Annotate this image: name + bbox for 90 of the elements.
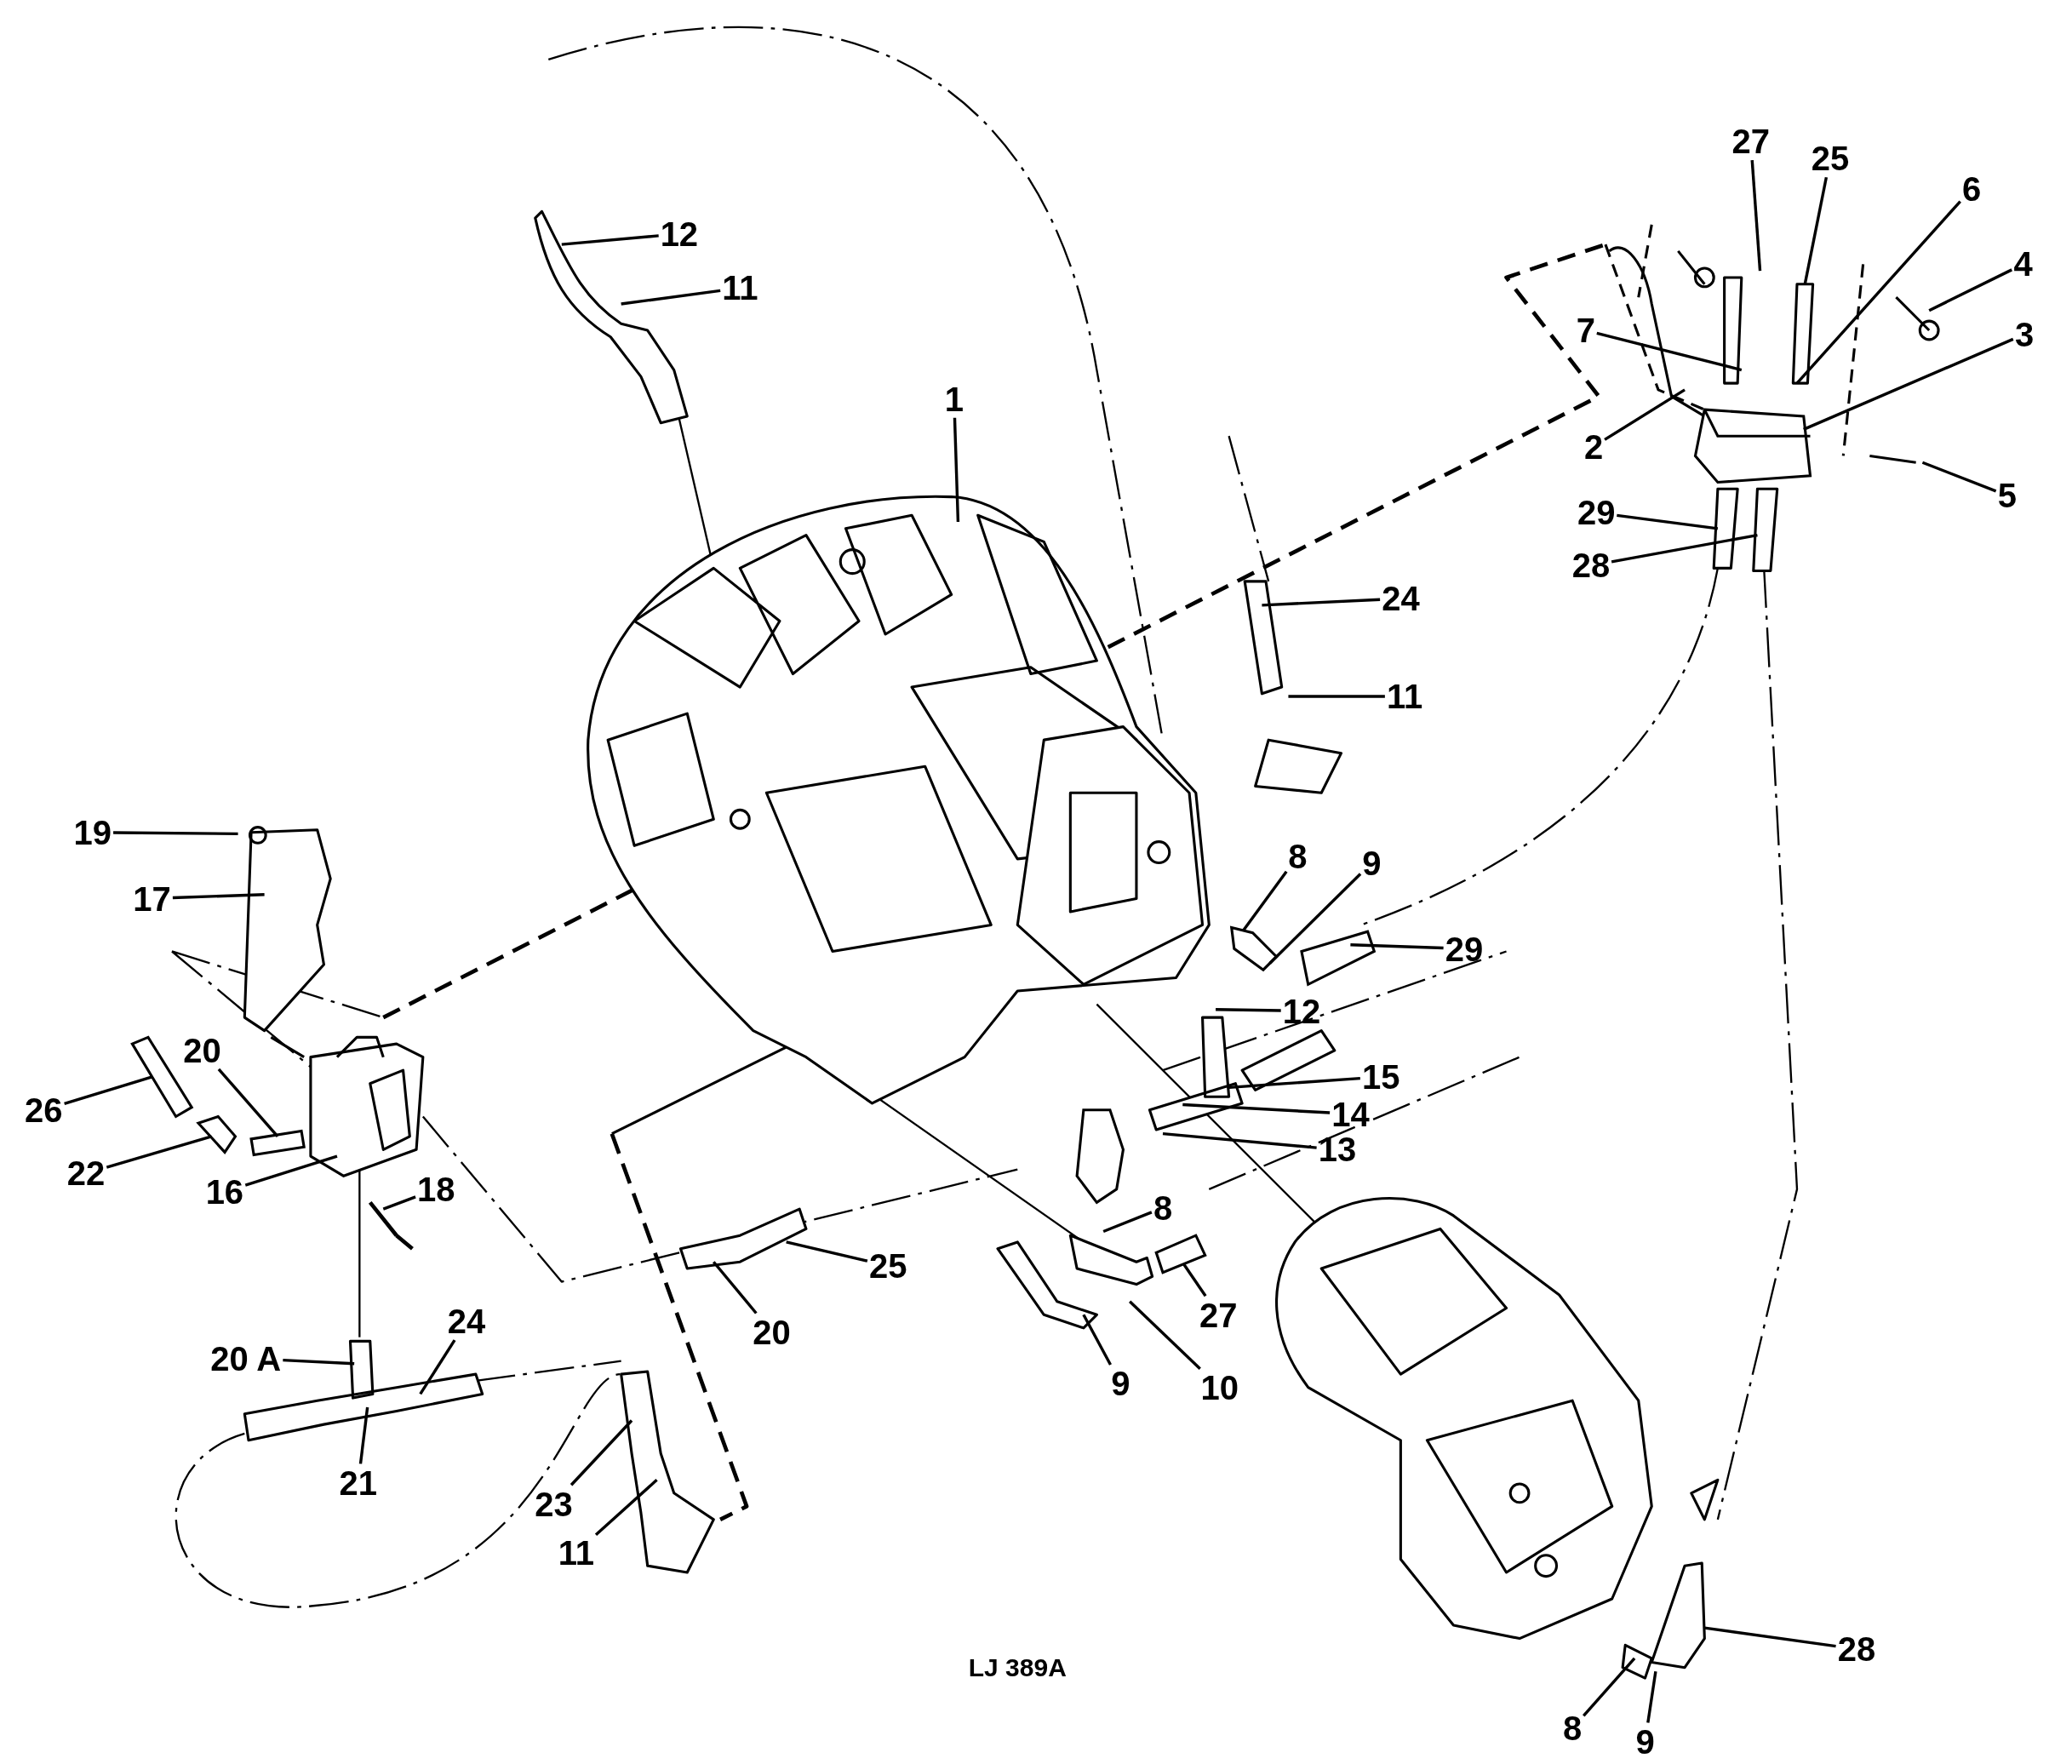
leader-line [1921,461,1997,493]
callout-number: 27 [1730,123,1772,161]
leader-line [1803,176,1829,285]
callout-number: 29 [1443,930,1485,968]
leader-line [1596,331,1743,372]
leader-line [1750,159,1762,272]
callout-number: 24 [1380,580,1422,618]
leader-line [1182,1263,1207,1297]
leader-line [1182,1102,1331,1114]
callout-number: 9 [1109,1365,1132,1403]
leader-line [244,1154,338,1187]
callout-number: 26 [22,1091,65,1129]
leader-line [283,1358,355,1366]
callout-number: 28 [1570,547,1612,585]
leader-line [561,234,659,246]
callout-number: 15 [1359,1058,1402,1097]
callout-number: 3 [2013,315,2036,353]
callout-number: 27 [1197,1296,1239,1334]
callout-number: 22 [65,1154,107,1193]
leader-line [1288,695,1385,698]
callout-number: 11 [556,1533,596,1572]
callout-number: 13 [1316,1131,1359,1169]
leader-line [786,1240,868,1263]
leader-line [1268,873,1362,965]
callout-number: 16 [203,1173,246,1211]
leader-line [1102,1211,1153,1234]
hose-fitting-drawing [196,1114,238,1154]
callout-number: 28 [1835,1630,1878,1669]
leader-line [1617,513,1719,530]
leader-line [1803,337,2014,431]
callout-number: 1 [942,380,965,418]
callout-number: 5 [1995,477,2019,515]
leader-line [1646,1671,1657,1723]
callout-number: 20 [181,1032,223,1070]
callout-number: 24 [445,1303,488,1341]
callout-number: 29 [1575,494,1617,532]
leader-line [1582,1657,1636,1717]
callout-number: 6 [1960,169,1983,208]
callout-number: 8 [1561,1710,1584,1748]
leader-line [1162,1131,1317,1149]
leader-line [1611,533,1758,564]
leader-line [1216,1008,1281,1012]
hose-fitting-drawing [1229,925,1279,972]
callout-number: 17 [131,879,173,918]
leader-line [1129,1300,1201,1370]
leader-line [172,893,265,900]
callout-number: 18 [415,1171,457,1209]
callout-number: 2 [1582,427,1606,466]
leader-line [621,289,721,306]
leader-line [419,1339,456,1395]
leader-line [1242,870,1288,931]
leader-line [1350,943,1444,950]
callout-number: 9 [1360,844,1383,882]
callout-number: 20 [751,1313,793,1351]
leader-line [106,1135,212,1169]
leader-line [358,1406,369,1464]
leader-line [1604,388,1686,441]
callout-number: 23 [533,1485,575,1523]
callout-number: 8 [1151,1188,1175,1227]
hose-fitting-drawing [1154,1234,1207,1274]
callout-number: 8 [1286,837,1309,875]
callout-number: 11 [1384,678,1425,716]
leader-line [1082,1314,1112,1366]
leader-line [1228,1076,1360,1090]
callout-number: 7 [1574,312,1597,350]
callout-number: 14 [1330,1095,1371,1133]
callout-number: 20 A [209,1339,283,1377]
leader-line [382,1195,416,1211]
callout-number: 25 [1809,140,1852,178]
leader-line [594,1479,658,1537]
callout-number: 11 [720,269,760,307]
leader-line [953,417,960,523]
leader-line [570,1419,633,1486]
callout-number: 19 [72,813,113,851]
leader-line [217,1068,279,1137]
leader-line [713,1261,758,1314]
callout-number: 25 [867,1247,909,1286]
drawing-code: LJ 389A [968,1653,1067,1682]
callout-number: 12 [1280,992,1323,1030]
leader-line [113,831,238,836]
callout-number: 21 [337,1463,379,1502]
callout-number: 12 [658,215,701,253]
leader-line [1928,268,2012,312]
callout-number: 9 [1634,1722,1657,1761]
callout-number: 10 [1199,1368,1240,1406]
leader-line [1795,200,1961,385]
callout-number: 4 [2012,245,2035,284]
leader-line [64,1075,153,1105]
leader-line [1704,1626,1836,1648]
leader-line [1262,598,1381,607]
